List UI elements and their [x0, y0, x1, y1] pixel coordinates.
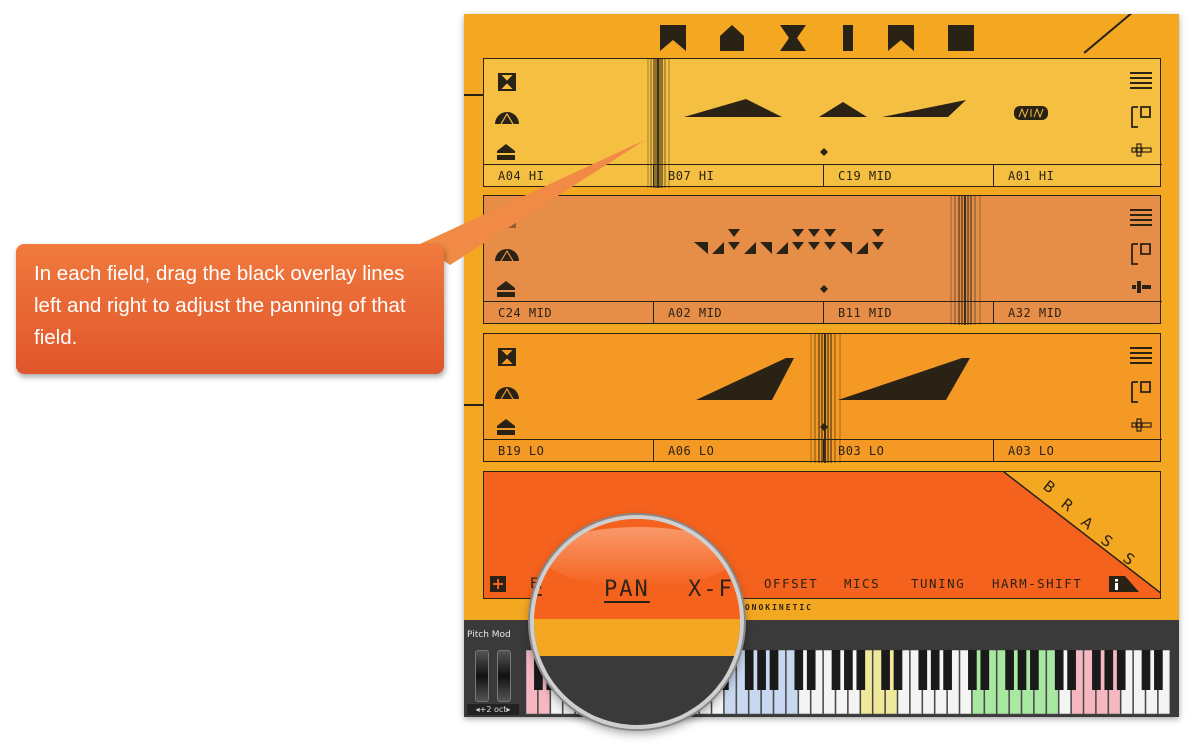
- black-key[interactable]: [757, 650, 766, 690]
- slot-3[interactable]: B03 LO: [824, 439, 994, 461]
- cross-dots-icon[interactable]: [1128, 418, 1154, 432]
- slot-label: A03 LO: [1008, 444, 1055, 458]
- callout-box: In each field, drag the black overlay li…: [16, 244, 444, 374]
- slot-4[interactable]: A32 MID: [994, 301, 1162, 323]
- callout-text: In each field, drag the black overlay li…: [34, 262, 406, 349]
- slot-2[interactable]: A02 MID: [654, 301, 824, 323]
- black-key[interactable]: [794, 650, 804, 690]
- lens-tab-xf: X-F: [688, 577, 734, 602]
- slot-label: B03 LO: [838, 444, 885, 458]
- maker-logo: SONOKINETIC: [738, 603, 813, 612]
- octave-value: +2 oct: [479, 705, 507, 714]
- slot-4[interactable]: A03 LO: [994, 439, 1162, 461]
- black-key[interactable]: [744, 650, 754, 690]
- bracket-flag-icon[interactable]: [1130, 242, 1152, 266]
- list-lines-icon[interactable]: [1130, 346, 1152, 366]
- field-lo: B19 LO A06 LO B03 LO A03 LO: [483, 333, 1162, 463]
- slot-label: A02 MID: [668, 306, 723, 320]
- slot-label: C19 MID: [838, 169, 893, 183]
- black-key[interactable]: [1017, 650, 1027, 690]
- slot-4[interactable]: A01 HI: [994, 164, 1162, 186]
- cross-dots-icon[interactable]: [1128, 280, 1154, 294]
- mod-wheel[interactable]: [497, 650, 511, 702]
- slot-1[interactable]: C24 MID: [484, 301, 654, 323]
- field-mid: C24 MID A02 MID B11 MID A32 MID: [483, 195, 1162, 325]
- slot-label: B19 LO: [498, 444, 545, 458]
- tab-harm-shift[interactable]: HARM-SHIFT: [992, 576, 1083, 591]
- black-key[interactable]: [844, 650, 853, 690]
- slot-label: A01 HI: [1008, 169, 1055, 183]
- black-key[interactable]: [1054, 650, 1064, 690]
- lens-tab-partial: E: [530, 577, 546, 602]
- dome-icon[interactable]: [494, 386, 520, 400]
- slot-label: C24 MID: [498, 306, 553, 320]
- slot-label: B07 HI: [668, 169, 715, 183]
- bowtie-icon[interactable]: [498, 348, 516, 366]
- list-lines-icon[interactable]: [1130, 208, 1152, 228]
- slot-1[interactable]: B19 LO: [484, 439, 654, 461]
- black-key[interactable]: [1154, 650, 1163, 690]
- black-key[interactable]: [943, 650, 952, 690]
- black-key[interactable]: [968, 650, 977, 690]
- black-key[interactable]: [806, 650, 816, 690]
- pan-overlay-handle[interactable]: [646, 59, 672, 188]
- house-icon[interactable]: [496, 418, 516, 436]
- add-icon[interactable]: [490, 576, 506, 592]
- list-lines-icon[interactable]: [1130, 71, 1152, 91]
- house-icon[interactable]: [496, 280, 516, 298]
- slot-2[interactable]: A06 LO: [654, 439, 824, 461]
- bracket-flag-icon[interactable]: [1130, 105, 1152, 129]
- slot-label: A06 LO: [668, 444, 715, 458]
- house-icon[interactable]: [496, 143, 516, 161]
- tab-tuning[interactable]: TUNING: [911, 576, 966, 591]
- black-key[interactable]: [930, 650, 940, 690]
- black-key[interactable]: [1104, 650, 1114, 690]
- bracket-flag-icon[interactable]: [1130, 380, 1152, 404]
- pan-overlay-handle[interactable]: [809, 334, 845, 463]
- slot-label: A32 MID: [1008, 306, 1063, 320]
- slot-label: B11 MID: [838, 306, 893, 320]
- magnifier-lens: E PAN X-F: [530, 515, 744, 729]
- black-key[interactable]: [1116, 650, 1126, 690]
- slot-3[interactable]: C19 MID: [824, 164, 994, 186]
- octave-selector[interactable]: ◂+2 oct▸: [467, 704, 519, 715]
- black-key[interactable]: [1092, 650, 1101, 690]
- tab-offset[interactable]: OFFSET: [764, 576, 819, 591]
- black-key[interactable]: [1005, 650, 1014, 690]
- pitch-wheel[interactable]: [475, 650, 489, 702]
- black-key[interactable]: [980, 650, 990, 690]
- black-key[interactable]: [918, 650, 928, 690]
- black-key[interactable]: [1030, 650, 1039, 690]
- pitch-mod-label: Pitch Mod: [467, 630, 511, 640]
- dome-icon[interactable]: [494, 111, 520, 125]
- black-key[interactable]: [1141, 650, 1151, 690]
- maxima-logo: [660, 25, 974, 51]
- pan-overlay-handle[interactable]: [949, 196, 985, 325]
- slot-2[interactable]: B07 HI: [654, 164, 824, 186]
- black-key[interactable]: [856, 650, 866, 690]
- black-key[interactable]: [893, 650, 903, 690]
- dome-icon[interactable]: [494, 248, 520, 262]
- slot-label: A04 HI: [498, 169, 545, 183]
- black-key[interactable]: [831, 650, 841, 690]
- callout-pointer: [420, 140, 645, 265]
- lens-tab-pan: PAN: [604, 577, 650, 602]
- cross-dots-icon[interactable]: [1128, 143, 1154, 157]
- bowtie-icon[interactable]: [498, 73, 516, 91]
- slot-3[interactable]: B11 MID: [824, 301, 994, 323]
- black-key[interactable]: [1067, 650, 1076, 690]
- black-key[interactable]: [769, 650, 779, 690]
- tab-mics[interactable]: MICS: [844, 576, 881, 591]
- info-icon[interactable]: [1109, 576, 1139, 592]
- black-key[interactable]: [881, 650, 890, 690]
